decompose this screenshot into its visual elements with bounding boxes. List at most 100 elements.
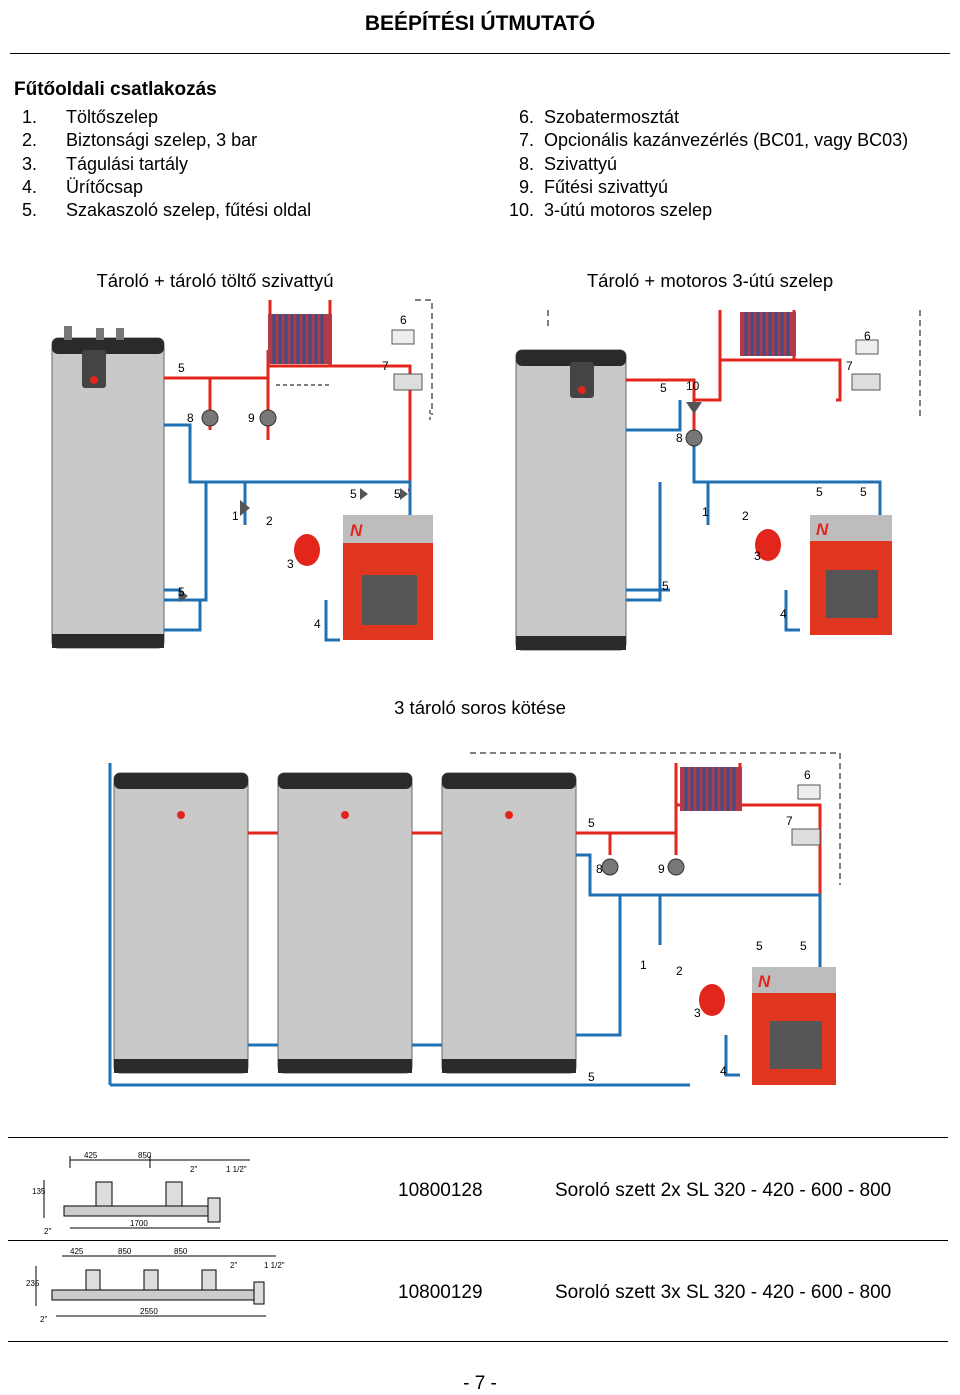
legend-item: 6.Szobatermosztát	[518, 107, 680, 127]
svg-text:425: 425	[84, 1151, 98, 1160]
table-rule-top	[8, 1137, 948, 1138]
svg-text:5: 5	[860, 485, 867, 499]
svg-text:2": 2"	[44, 1227, 51, 1236]
svg-text:5: 5	[588, 1070, 595, 1084]
legend-item: 2.Biztonsági szelep, 3 bar	[22, 130, 258, 151]
svg-text:8: 8	[676, 431, 683, 445]
svg-text:850: 850	[174, 1247, 188, 1256]
boiler-controller	[851, 373, 881, 391]
svg-text:5: 5	[800, 939, 807, 953]
heating-pump	[667, 858, 685, 876]
svg-text:5: 5	[178, 361, 185, 375]
svg-text:235: 235	[26, 1279, 40, 1288]
svg-text:1: 1	[702, 505, 709, 519]
svg-text:5: 5	[350, 487, 357, 501]
svg-text:5: 5	[662, 579, 669, 593]
room-thermostat	[797, 784, 821, 800]
legend-item: 1.Töltőszelep	[22, 107, 159, 127]
svg-text:2: 2	[266, 514, 273, 528]
room-thermostat	[855, 339, 879, 355]
svg-text:6: 6	[864, 329, 871, 343]
svg-text:5: 5	[660, 381, 667, 395]
boiler-controller	[393, 373, 423, 391]
radiator	[680, 767, 742, 811]
charging-pump	[201, 409, 219, 427]
svg-text:N: N	[816, 520, 829, 539]
storage-tank	[51, 326, 165, 649]
legend-item: 3.Tágulási tartály	[22, 153, 189, 174]
product-drawing-2x: 425 850 2" 1 1/2" 135 1700 2"	[32, 1151, 250, 1236]
legend-right: 6.Szobatermosztát 7.Opcionális kazánvezé…	[500, 106, 908, 222]
legend-item: 5.Szakaszoló szelep, fűtési oldal	[22, 200, 312, 221]
radiator	[740, 312, 796, 356]
legend-item: 9.Fűtési szivattyú	[518, 176, 669, 197]
svg-text:5: 5	[178, 585, 185, 599]
svg-text:N: N	[758, 972, 771, 991]
svg-text:6: 6	[804, 768, 811, 782]
diagram-caption-bottom: 3 tároló soros kötése	[394, 697, 566, 718]
svg-text:6: 6	[400, 313, 407, 327]
boiler-controller	[791, 828, 821, 846]
product-description: Soroló szett 2x SL 320 - 420 - 600 - 800	[555, 1180, 892, 1201]
svg-text:8: 8	[187, 411, 194, 425]
svg-text:3: 3	[694, 1006, 701, 1020]
svg-text:1700: 1700	[130, 1219, 148, 1228]
svg-text:8: 8	[596, 862, 603, 876]
svg-text:7: 7	[382, 359, 389, 373]
svg-text:5: 5	[756, 939, 763, 953]
diagram-caption-right: Tároló + motoros 3-útú szelep	[586, 270, 834, 291]
page-number: - 7 -	[463, 1373, 497, 1394]
svg-text:9: 9	[248, 411, 255, 425]
product-code: 10800128	[398, 1180, 483, 1201]
product-drawing-3x: 425 850 850 2" 1 1/2" 235 2550 2"	[26, 1247, 285, 1324]
svg-text:9: 9	[658, 862, 665, 876]
three-way-valve	[686, 402, 702, 414]
boiler: N	[810, 515, 892, 635]
legend-left: 1.Töltőszelep 2.Biztonsági szelep, 3 bar…	[22, 106, 311, 222]
product-code: 10800129	[398, 1282, 483, 1303]
svg-text:2": 2"	[190, 1165, 197, 1174]
svg-text:2": 2"	[230, 1261, 237, 1270]
svg-text:2: 2	[742, 509, 749, 523]
svg-text:3: 3	[754, 549, 761, 563]
boiler: N	[343, 515, 433, 640]
page-title: BEÉPÍTÉSI ÚTMUTATÓ	[364, 12, 596, 35]
header-rule	[10, 53, 950, 54]
legend-item: 8.Szivattyú	[518, 153, 618, 174]
svg-text:10: 10	[686, 379, 700, 393]
svg-text:5: 5	[394, 487, 401, 501]
svg-text:5: 5	[588, 816, 595, 830]
storage-tank	[515, 349, 627, 651]
legend-item: 4.Ürítőcsap	[22, 176, 144, 197]
storage-tank-1	[113, 772, 249, 1074]
svg-text:5: 5	[816, 485, 823, 499]
boiler: N	[752, 967, 836, 1085]
charging-pump	[601, 858, 619, 876]
svg-text:1 1/2": 1 1/2"	[226, 1165, 247, 1174]
svg-text:3: 3	[287, 557, 294, 571]
svg-text:7: 7	[846, 359, 853, 373]
room-thermostat	[391, 329, 415, 345]
expansion-tank	[294, 534, 320, 566]
radiator	[268, 314, 332, 364]
legend-item: 7.Opcionális kazánvezérlés (BC01, vagy B…	[518, 130, 909, 151]
expansion-tank	[699, 984, 725, 1016]
svg-text:N: N	[350, 521, 363, 540]
svg-text:2": 2"	[40, 1315, 47, 1324]
table-rule-bottom	[8, 1341, 948, 1342]
svg-text:4: 4	[720, 1064, 727, 1078]
heating-pump	[259, 409, 277, 427]
svg-text:4: 4	[314, 617, 321, 631]
expansion-tank	[755, 529, 781, 561]
svg-text:425: 425	[70, 1247, 84, 1256]
svg-text:2550: 2550	[140, 1307, 158, 1316]
svg-text:135: 135	[32, 1187, 46, 1196]
svg-text:850: 850	[138, 1151, 152, 1160]
svg-text:1 1/2": 1 1/2"	[264, 1261, 285, 1270]
svg-text:4: 4	[780, 607, 787, 621]
svg-text:2: 2	[676, 964, 683, 978]
svg-text:850: 850	[118, 1247, 132, 1256]
pump	[685, 429, 703, 447]
